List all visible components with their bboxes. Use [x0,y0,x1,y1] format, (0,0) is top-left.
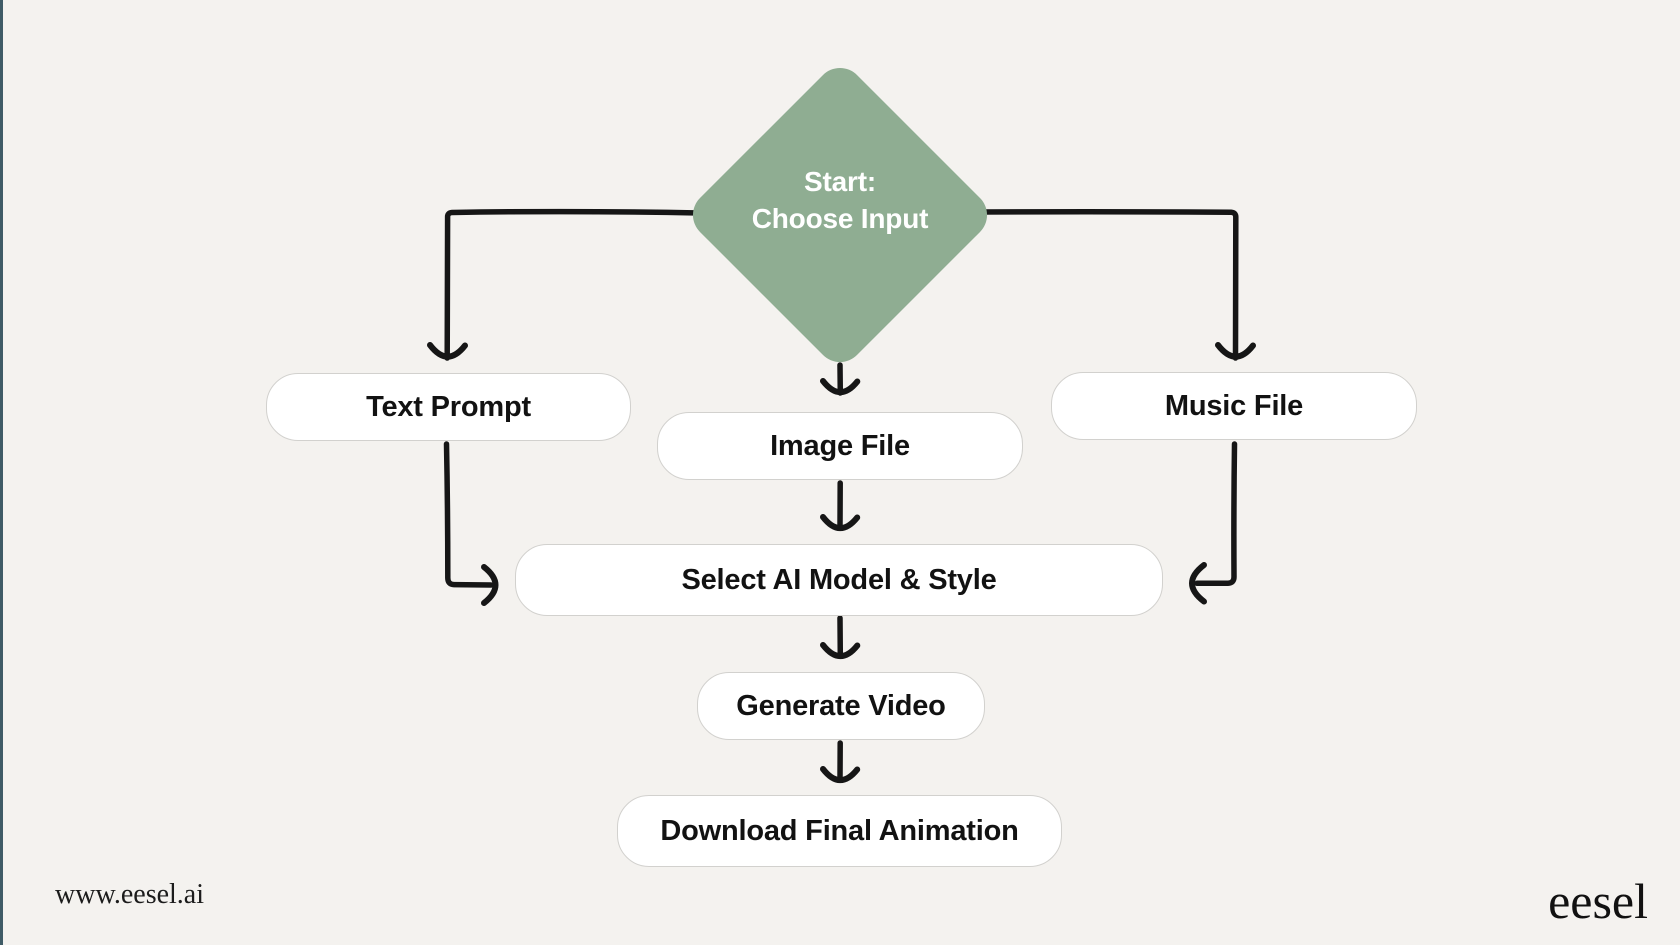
connector-start-to-image-file [820,362,861,396]
connector-music-file-to-select [1189,441,1238,605]
node-text-prompt-label: Text Prompt [366,390,531,423]
node-image-file-label: Image File [770,429,910,462]
connector-image-file-to-select [820,480,861,532]
website-url-text: www.eesel.ai [55,879,205,910]
connector-text-prompt-to-select [443,441,499,606]
node-generate-video: Generate Video [697,672,985,740]
node-text-prompt: Text Prompt [266,373,631,441]
start-diamond-label-line2: Choose Input [751,203,929,234]
start-diamond-label: Start: Choose Input [640,163,1040,237]
node-music-file: Music File [1051,372,1417,440]
start-diamond-label-line1: Start: [804,166,876,197]
node-download-final-animation-label: Download Final Animation [660,814,1019,847]
node-select-ai-model-label: Select AI Model & Style [681,563,997,596]
node-music-file-label: Music File [1164,389,1304,422]
eesel-logo: eesel [1548,873,1648,929]
left-edge-accent-line [0,0,3,945]
node-download-final-animation: Download Final Animation [617,795,1062,867]
connector-generate-to-download [820,740,861,784]
node-image-file: Image File [657,412,1023,480]
node-generate-video-label: Generate Video [736,689,946,722]
node-select-ai-model: Select AI Model & Style [515,544,1163,616]
connector-select-to-generate [820,615,861,660]
